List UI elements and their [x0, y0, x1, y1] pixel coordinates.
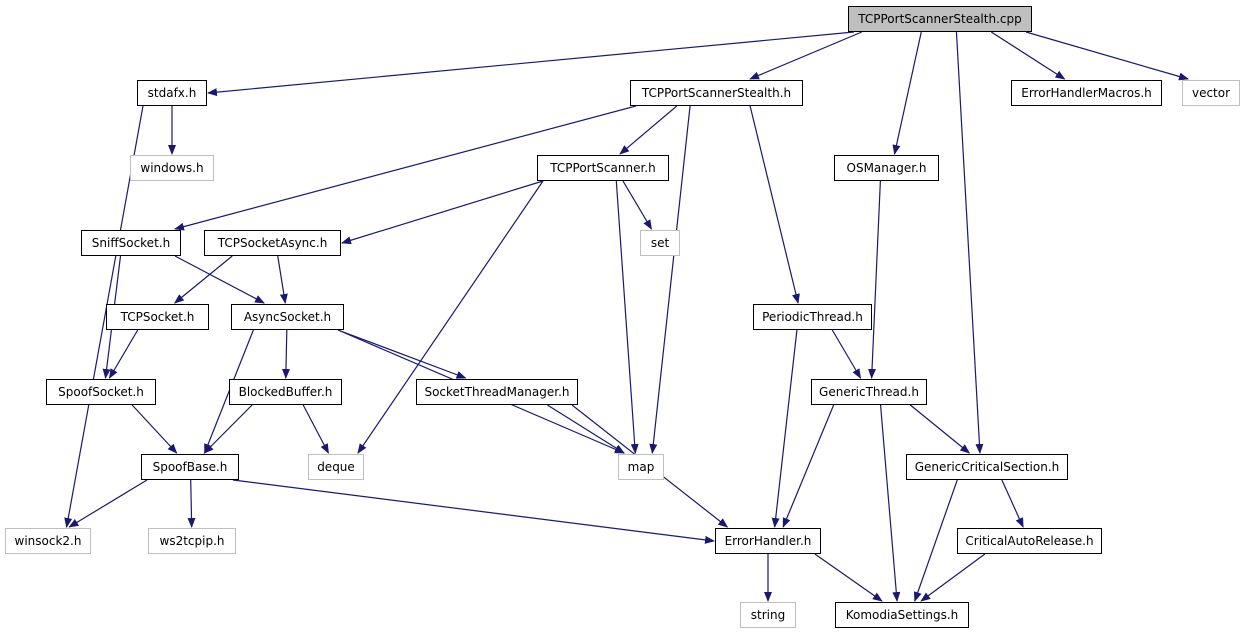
edge-stm-to-map: [547, 404, 625, 454]
edge-tpss-to-pth: [749, 105, 800, 304]
node-map[interactable]: map: [618, 454, 664, 480]
edge-root-to-tpss: [749, 31, 863, 80]
node-komodiasettings-h[interactable]: KomodiaSettings.h: [835, 602, 969, 628]
node-string[interactable]: string: [740, 602, 796, 628]
edge-eh-to-kom: [814, 553, 883, 602]
edge-tpss-to-tps: [619, 105, 678, 155]
edge-tsa-to-async: [277, 255, 288, 304]
edge-tps-to-deque: [357, 180, 544, 454]
edge-root-to-ehm: [990, 31, 1066, 80]
node-ws2tcpip-h[interactable]: ws2tcpip.h: [148, 528, 236, 554]
edge-sniff-to-async: [174, 255, 265, 304]
node-spoofsocket-h[interactable]: SpoofSocket.h: [46, 379, 156, 405]
edge-gth-to-eh: [782, 404, 835, 528]
edge-gcs-to-car: [1001, 479, 1024, 528]
edge-spoofb-to-ws2: [187, 479, 196, 528]
node-osmanager-h[interactable]: OSManager.h: [834, 155, 939, 181]
node-winsock2-h[interactable]: winsock2.h: [5, 528, 91, 554]
edge-root-to-gcs: [955, 31, 984, 454]
node-vector[interactable]: vector: [1182, 80, 1240, 106]
edge-tpss-to-map: [649, 105, 691, 454]
edge-tps-to-set: [622, 180, 652, 230]
node-tcpportscanner-h[interactable]: TCPPortScanner.h: [537, 155, 669, 181]
edge-root-to-stdafx: [207, 31, 855, 97]
node-deque[interactable]: deque: [308, 454, 364, 480]
node-sniffsocket-h[interactable]: SniffSocket.h: [81, 230, 181, 256]
edge-root-to-osm: [892, 31, 922, 155]
edge-pth-to-eh: [771, 329, 798, 528]
node-errorhandlermacros-h[interactable]: ErrorHandlerMacros.h: [1011, 80, 1162, 106]
node-spoofbase-h[interactable]: SpoofBase.h: [141, 454, 239, 480]
node-tcpportscannerstealth-h[interactable]: TCPPortScannerStealth.h: [630, 80, 803, 106]
edge-async-to-blocked: [281, 329, 290, 379]
edge-spoofb-to-winsock: [68, 479, 148, 528]
node-genericthread-h[interactable]: GenericThread.h: [811, 379, 927, 405]
node-blockedbuffer-h[interactable]: BlockedBuffer.h: [229, 379, 342, 405]
node-windows-h[interactable]: windows.h: [130, 155, 214, 181]
node-genericcriticalsection-h[interactable]: GenericCriticalSection.h: [906, 454, 1068, 480]
edge-tcps-to-spoofs: [108, 329, 139, 379]
node-errorhandler-h[interactable]: ErrorHandler.h: [715, 528, 821, 554]
node-periodicthread-h[interactable]: PeriodicThread.h: [753, 304, 872, 330]
edge-tsa-to-tcps: [173, 255, 233, 304]
node-socketthreadmanager-h[interactable]: SocketThreadManager.h: [416, 379, 578, 405]
node-set[interactable]: set: [640, 230, 680, 256]
edge-async-to-stm: [337, 329, 467, 379]
edge-gcs-to-kom: [913, 479, 958, 602]
edge-spoofb-to-eh: [232, 479, 715, 544]
edge-root-to-vector: [1025, 31, 1189, 81]
edge-pth-to-gth: [831, 329, 862, 379]
node-tcpsocket-h[interactable]: TCPSocket.h: [106, 304, 209, 330]
node-criticalautorelease-h[interactable]: CriticalAutoRelease.h: [957, 528, 1102, 554]
edge-tps-to-tsa: [341, 180, 544, 245]
edge-blocked-to-deque: [302, 404, 329, 454]
edge-tps-to-map: [615, 180, 639, 454]
node-tcpsocketasync-h[interactable]: TCPSocketAsync.h: [204, 230, 341, 256]
edge-blocked-to-spoofb: [203, 404, 253, 454]
edge-gth-to-gcs: [909, 404, 971, 454]
node-asyncsocket-h[interactable]: AsyncSocket.h: [231, 304, 344, 330]
node-stdafx-h[interactable]: stdafx.h: [137, 80, 207, 106]
edge-tpss-to-sniff: [174, 105, 637, 231]
edge-spoofs-to-spoofb: [131, 404, 178, 454]
edge-osm-to-gth: [868, 180, 881, 379]
node-root-cpp[interactable]: TCPPortScannerStealth.cpp: [848, 6, 1032, 32]
edge-car-to-kom: [920, 553, 986, 602]
edge-gth-to-kom: [879, 404, 901, 602]
